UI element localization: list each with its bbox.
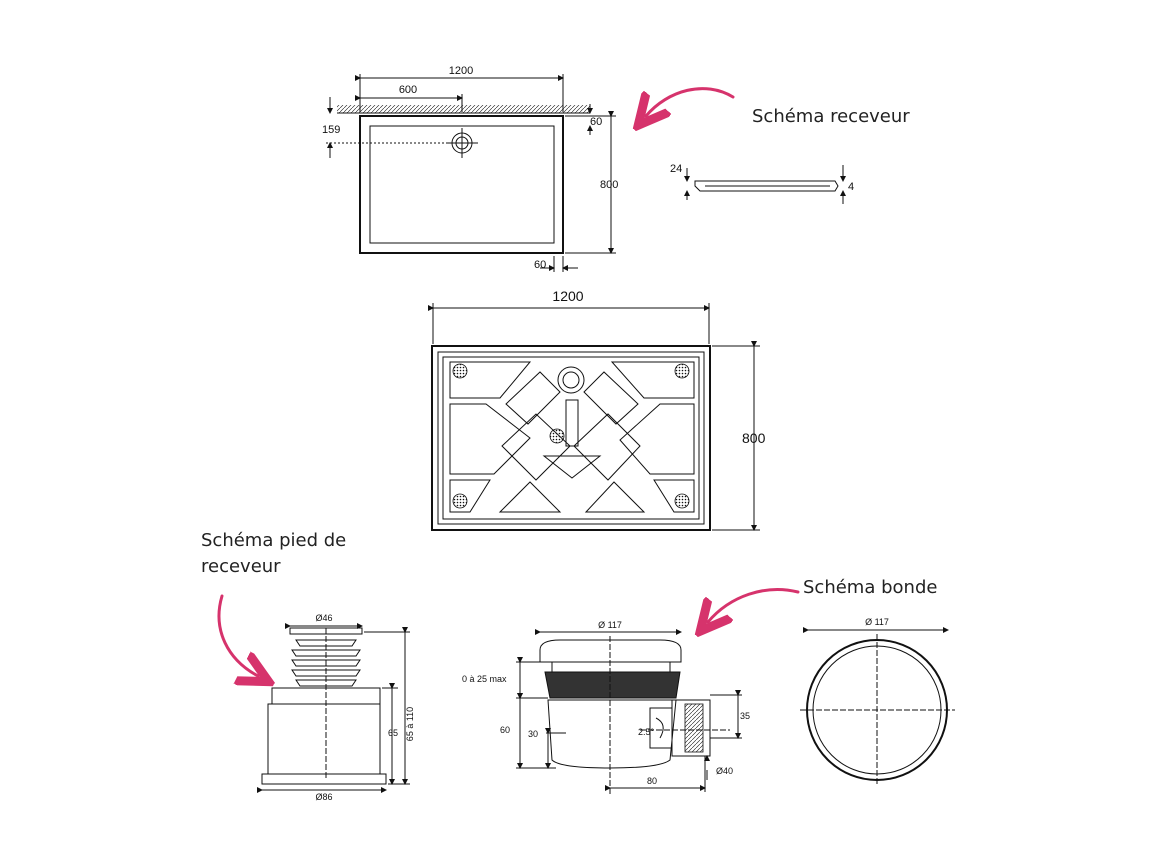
label-schema-bonde: Schéma bonde xyxy=(803,577,938,598)
foot-view: Ø46 Ø86 65 à 110 65 xyxy=(257,613,415,802)
dim-profile-4: 4 xyxy=(848,181,854,193)
drain-side-view: Ø 117 0 à 25 max 60 30 35 2.5° 80 xyxy=(462,620,750,795)
dim-drain-adjust: 0 à 25 max xyxy=(462,674,507,684)
dim-profile-24: 24 xyxy=(670,163,682,175)
dim-top-width: 1200 xyxy=(449,65,473,77)
dim-drain-angle: 2.5° xyxy=(638,727,655,737)
dim-top-60-bottom: 60 xyxy=(534,259,546,271)
dim-top-159: 159 xyxy=(322,124,340,136)
dim-drain-top-diam: Ø 117 xyxy=(865,617,889,627)
dim-drain-outlet: Ø40 xyxy=(716,766,733,776)
drain-top-view: Ø 117 xyxy=(800,617,955,786)
arrow-receveur xyxy=(646,87,735,116)
dim-top-half: 600 xyxy=(399,84,417,96)
dim-bottom-width: 1200 xyxy=(552,288,583,304)
profile-view: 24 4 xyxy=(670,163,854,204)
dim-top-depth: 800 xyxy=(600,179,618,191)
dim-foot-range: 65 à 110 xyxy=(405,707,415,741)
arrow-pied xyxy=(217,594,258,676)
dim-drain-30: 30 xyxy=(528,729,538,739)
dim-foot-height: 65 xyxy=(388,728,398,738)
label-schema-pied: Schéma pied de xyxy=(201,530,347,551)
dim-drain-diam: Ø 117 xyxy=(598,620,622,630)
arrow-bonde xyxy=(708,588,800,622)
dim-drain-80: 80 xyxy=(647,776,657,786)
dim-drain-60: 60 xyxy=(500,725,510,735)
label-schema-pied-2: receveur xyxy=(201,556,281,577)
label-schema-receveur: Schéma receveur xyxy=(752,106,910,127)
dim-top-60-right: 60 xyxy=(590,116,602,128)
dim-foot-base: Ø86 xyxy=(315,792,332,802)
bottom-plan-view: 1200 800 xyxy=(428,288,766,531)
dim-drain-35: 35 xyxy=(740,711,750,721)
dim-foot-top: Ø46 xyxy=(315,613,332,623)
top-plan-view: 1200 600 159 60 800 60 xyxy=(322,65,618,272)
dim-bottom-depth: 800 xyxy=(742,430,766,446)
